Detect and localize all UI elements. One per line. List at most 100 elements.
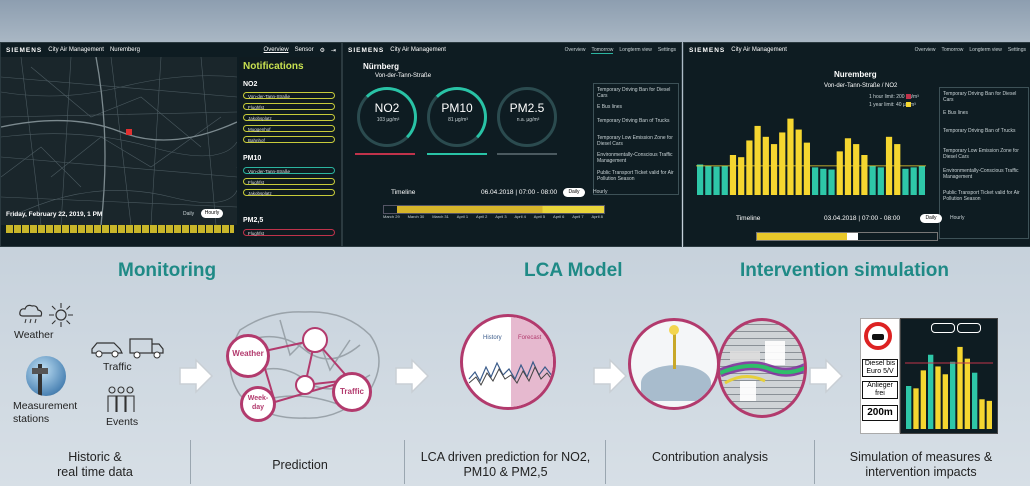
warning-icon: ▲ <box>689 401 697 410</box>
caption-simulation: Simulation of measures & intervention im… <box>849 450 993 479</box>
gear-icon[interactable]: ⚙ <box>319 47 325 54</box>
lca-header: SIEMENS City Air Management Overview Tom… <box>343 43 681 57</box>
logout-icon[interactable]: ⇥ <box>330 47 336 54</box>
toggle-daily[interactable]: Daily <box>183 211 195 217</box>
toggle-hourly[interactable]: Hourly <box>593 189 608 195</box>
no-vehicles-sign <box>864 322 892 350</box>
divider <box>814 440 815 484</box>
measure-item[interactable]: Public Transport Ticket valid for Air Po… <box>943 190 1020 202</box>
date-tick: March 30 <box>407 214 425 219</box>
gauge-label: PM2.5 <box>509 101 545 115</box>
measure-item[interactable]: Public Transport Ticket valid for Air Po… <box>597 170 674 182</box>
chart-bar <box>894 144 901 195</box>
hour-timeline[interactable] <box>6 225 234 233</box>
chart-bar <box>770 144 778 195</box>
pm25-gauge <box>497 87 557 147</box>
traffic-label: Traffic <box>103 361 132 373</box>
forecast-region <box>511 317 553 407</box>
nav-tomorrow[interactable]: Tomorrow <box>591 46 614 54</box>
sign-text: Euro 5/V <box>866 368 894 375</box>
city-name: Nuremberg <box>834 70 877 79</box>
gauge-label: NO2 <box>374 101 400 115</box>
app-title: City Air Management <box>731 47 787 53</box>
measure-item[interactable]: Temporary Low Emission Zone for Diesel C… <box>943 148 1019 160</box>
chart-bar <box>918 165 925 195</box>
emission-source <box>669 325 679 335</box>
impact-bar <box>957 346 963 429</box>
impact-bar <box>920 370 926 429</box>
alert-item[interactable]: Flughfst <box>243 103 335 110</box>
pm25-label: PM2,5 <box>243 217 264 224</box>
toggle-hourly[interactable]: Hourly <box>950 215 965 221</box>
nav-settings[interactable]: Settings <box>1007 47 1026 53</box>
measure-item[interactable]: E Bus lines <box>597 104 623 110</box>
date-tick: April 5 <box>533 214 546 219</box>
measure-item[interactable]: Temporary Low Emission Zone for Diesel C… <box>597 135 673 147</box>
measure-item[interactable]: Environmentally-Conscious Traffic Manage… <box>943 168 1019 180</box>
measure-item[interactable]: Environmentally-Conscious Traffic Manage… <box>597 152 673 164</box>
toggle-daily[interactable]: Daily <box>563 188 585 197</box>
city-map[interactable] <box>1 57 237 225</box>
chart-bar <box>787 118 794 195</box>
nav-settings[interactable]: Settings <box>657 47 676 53</box>
events-label: Events <box>106 416 139 428</box>
chart-bar <box>877 167 884 195</box>
chart-bar <box>721 165 728 195</box>
impact-bar <box>972 372 978 429</box>
impact-bar-chart <box>905 346 993 429</box>
timeline-bar[interactable] <box>383 205 605 214</box>
nav-overview[interactable]: Overview <box>564 47 586 53</box>
street-pollutant: Von-der-Tann-Straße / NO2 <box>824 83 898 89</box>
arrow-right-icon <box>179 358 214 394</box>
nav-sensor[interactable]: Sensor <box>294 47 314 53</box>
nav-overview[interactable]: Overview <box>263 47 289 53</box>
city-name: Nuremberg <box>109 47 140 53</box>
pm25-bar <box>497 153 557 155</box>
measure-item[interactable]: E Bus lines <box>943 110 969 116</box>
legend-hour-limit: 1 hour limit: 200 µg/m³ <box>869 94 919 100</box>
alert-item[interactable]: Von-der-Tann-Straße <box>243 167 335 174</box>
alert-item[interactable]: Jakobsplatz <box>243 114 335 121</box>
toggle-hourly[interactable]: Hourly <box>201 209 223 218</box>
alert-item[interactable]: Jakobsplatz <box>243 189 335 196</box>
nav-longterm[interactable]: Longterm view <box>619 47 652 53</box>
cloud-rain-icon <box>19 304 43 324</box>
grid-map <box>717 318 807 418</box>
date-tick: April 1 <box>456 214 469 219</box>
nav-longterm[interactable]: Longterm view <box>969 47 1002 53</box>
chart-bar <box>795 129 802 195</box>
chart-bar <box>738 157 745 195</box>
chart-bar <box>902 168 909 195</box>
timeline-bar[interactable] <box>756 232 938 241</box>
legend-swatch-yellow <box>906 102 911 107</box>
alert-item[interactable]: Muggenhof <box>243 125 335 132</box>
gauge-label: PM10 <box>441 101 473 115</box>
alert-item[interactable]: Von-der-Tann-Straße <box>243 92 335 99</box>
date-tick: April 8 <box>591 214 603 219</box>
nav-overview[interactable]: Overview <box>914 47 936 53</box>
measure-item[interactable]: Temporary Driving Ban for Diesel Cars <box>597 87 671 99</box>
alert-item[interactable]: Bahnhof <box>243 136 335 143</box>
sensor-marker[interactable] <box>126 129 132 135</box>
chart-bar <box>861 155 868 195</box>
arrow-right-icon <box>395 358 430 394</box>
chart-bar <box>713 166 720 195</box>
chart-toggle[interactable] <box>931 323 955 333</box>
measure-item[interactable]: Temporary Driving Ban of Trucks <box>943 128 1016 134</box>
forecast-plot: History Forecast <box>460 314 556 410</box>
alert-item[interactable]: Flughfst <box>243 229 335 236</box>
brand-logo: SIEMENS <box>689 46 726 54</box>
legend-year-limit: 1 year limit: 40 µg/m³ <box>869 102 916 108</box>
chart-toggle[interactable] <box>957 323 981 333</box>
measure-item[interactable]: Temporary Driving Ban of Trucks <box>597 118 670 124</box>
dispersion-dome: ▲ <box>628 318 720 410</box>
date-tick: March 31 <box>432 214 449 219</box>
nav-tomorrow[interactable]: Tomorrow <box>941 47 964 53</box>
impact-chart-panel <box>900 318 998 434</box>
measures-list: Temporary Driving Ban for Diesel Cars E … <box>939 87 1029 239</box>
measurement-label: Measurement stations <box>13 400 78 425</box>
measure-item[interactable]: Temporary Driving Ban for Diesel Cars <box>943 91 1017 103</box>
alert-item[interactable]: Flughfst <box>243 178 335 185</box>
toggle-daily[interactable]: Daily <box>920 214 942 223</box>
timeline-label: Timeline <box>736 215 761 222</box>
